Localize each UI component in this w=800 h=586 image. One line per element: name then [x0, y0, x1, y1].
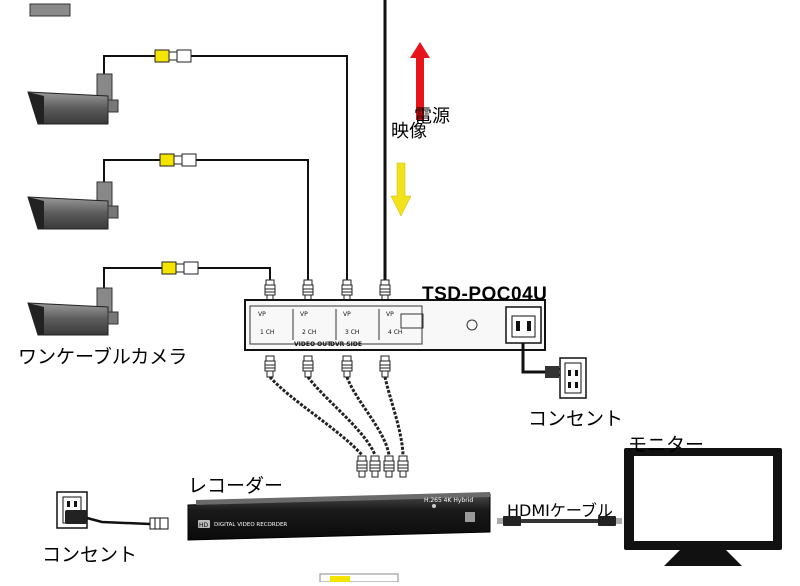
camera-bnc-connector-2	[159, 153, 197, 167]
vp-label-1: VP	[258, 311, 266, 318]
dvr-cables	[268, 376, 405, 456]
camera-label: ワンケーブルカメラ	[18, 346, 188, 368]
hdmi-cable-label: HDMIケーブル	[507, 501, 613, 520]
camera-bnc-connector-1	[154, 49, 192, 63]
channel-label-4: 4 CH	[388, 329, 402, 336]
video-label: 映像	[391, 121, 427, 142]
power-label: 電源	[414, 106, 450, 127]
monitor	[624, 448, 782, 566]
device-input-connectors	[264, 279, 391, 302]
outlet-right-label: コンセント	[528, 408, 624, 430]
poc-device	[244, 299, 546, 351]
vp-label-2: VP	[300, 311, 308, 318]
recorder-name: DIGITAL VIDEO RECORDER	[214, 522, 287, 528]
outlet-left	[56, 491, 88, 529]
device-model-label: TSD-POC04U	[422, 284, 548, 305]
dvr-side-label: DVR SIDE	[330, 341, 362, 348]
camera-3	[27, 287, 119, 336]
partial-bottom-element	[319, 573, 399, 583]
camera-bnc-connector-3	[161, 261, 199, 275]
channel-label-3: 3 CH	[345, 329, 359, 336]
power-arrow	[410, 42, 430, 120]
recorder-power-cord	[86, 516, 169, 530]
recorder-codec: H.265 4K Hybrid	[424, 497, 473, 504]
monitor-label: モニター	[628, 434, 705, 456]
recorder-hd-badge: HD	[199, 522, 209, 529]
outlet-left-label: コンセント	[42, 544, 138, 566]
partial-camera-top	[29, 3, 71, 17]
camera-cables	[103, 0, 387, 288]
channel-label-2: 2 CH	[302, 329, 316, 336]
video-out-label: VIDEO OUT	[294, 341, 332, 348]
recorder-input-connectors	[356, 455, 409, 478]
device-output-connectors	[264, 355, 391, 378]
camera-2	[27, 181, 119, 230]
recorder-device	[187, 492, 491, 541]
channel-label-1: 1 CH	[260, 329, 274, 336]
video-arrow	[390, 162, 412, 217]
vp-label-4: VP	[386, 311, 394, 318]
camera-1	[27, 73, 119, 125]
hdmi-cable	[497, 516, 622, 526]
vp-label-3: VP	[343, 311, 351, 318]
outlet-right	[559, 357, 587, 399]
recorder-label: レコーダー	[188, 475, 284, 497]
